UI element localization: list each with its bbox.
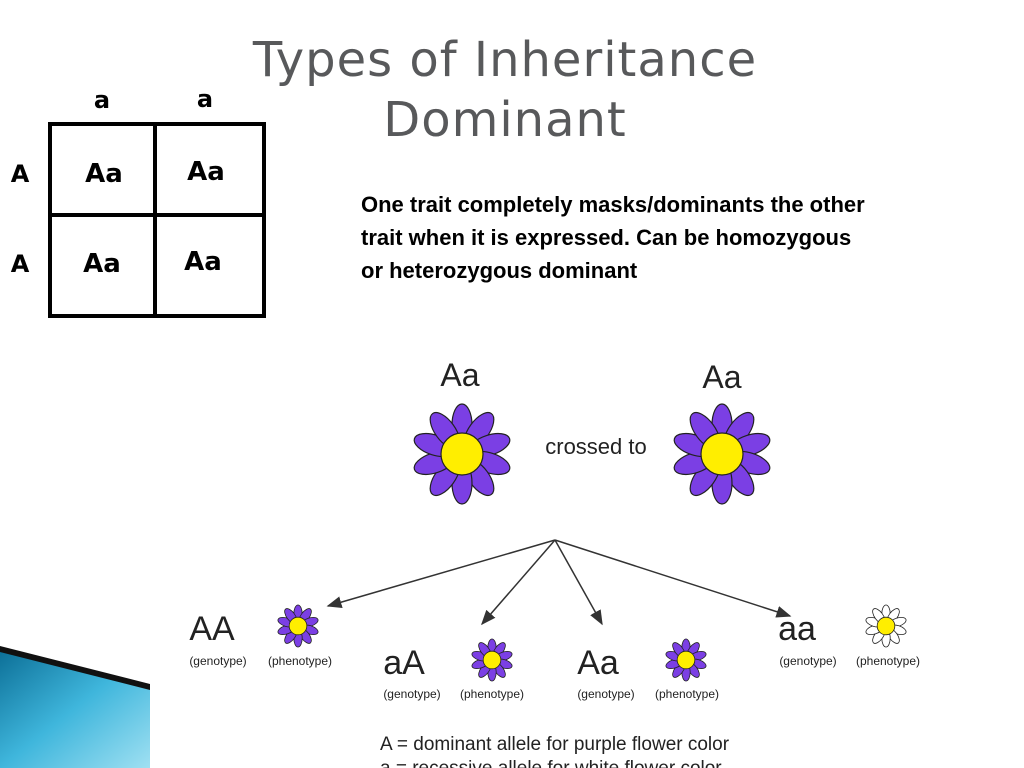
cross-arrow [554, 539, 792, 618]
cross-arrow [481, 539, 556, 626]
slide-title: Types of Inheritance Dominant [150, 30, 860, 150]
parent-flower-left-icon [413, 403, 511, 505]
flower-center-shape [482, 650, 502, 670]
offspring-flower-icon [865, 604, 907, 648]
col-header: a [94, 86, 110, 114]
cross-diagram: Aa Aa crossed to AA (genotype) (phenotyp… [189, 357, 920, 768]
slide-title-line-1: Types of Inheritance [252, 32, 758, 88]
genotype-caption: (genotype) [577, 687, 634, 701]
flower-center-shape [876, 616, 896, 636]
phenotype-caption: (phenotype) [655, 687, 719, 701]
row-header: A [11, 250, 30, 278]
punnett-cell: Aa [83, 249, 121, 279]
parent-flower-right-icon [673, 403, 771, 505]
offspring-genotype: aa [778, 610, 816, 648]
offspring-flower-icon [665, 638, 707, 682]
legend-line: a = recessive allele for white flower co… [380, 758, 722, 768]
flower-center-shape [440, 432, 484, 476]
offspring-flower-icon [277, 604, 319, 648]
punnett-cell: Aa [85, 159, 123, 189]
genotype-caption: (genotype) [189, 654, 246, 668]
col-header: a [197, 85, 213, 113]
row-header: A [11, 160, 30, 188]
phenotype-caption: (phenotype) [460, 687, 524, 701]
offspring-genotype: Aa [577, 644, 619, 682]
crossed-to-label: crossed to [545, 434, 647, 459]
slide-title-line-2: Dominant [383, 92, 627, 148]
legend-line: A = dominant allele for purple flower co… [380, 734, 730, 755]
flower-center-shape [288, 616, 308, 636]
punnett-cell: Aa [184, 247, 222, 277]
cross-arrow [554, 539, 603, 626]
genotype-caption: (genotype) [383, 687, 440, 701]
phenotype-caption: (phenotype) [856, 654, 920, 668]
punnett-cell: Aa [187, 157, 225, 187]
flower-center-shape [676, 650, 696, 670]
description-text: One trait completely masks/dominants the… [361, 192, 865, 283]
punnett-square: a a A A Aa Aa Aa Aa [11, 85, 266, 318]
corner-swoosh-shadow [0, 646, 150, 690]
cross-arrow [326, 539, 556, 608]
offspring-flower-icon [471, 638, 513, 682]
parent-genotype-right: Aa [702, 359, 741, 395]
flower-center-shape [700, 432, 744, 476]
offspring-genotype: AA [189, 610, 235, 648]
parent-genotype-left: Aa [440, 357, 479, 393]
offspring-genotype: aA [383, 644, 425, 682]
corner-decoration [0, 646, 150, 768]
phenotype-caption: (phenotype) [268, 654, 332, 668]
genotype-caption: (genotype) [779, 654, 836, 668]
